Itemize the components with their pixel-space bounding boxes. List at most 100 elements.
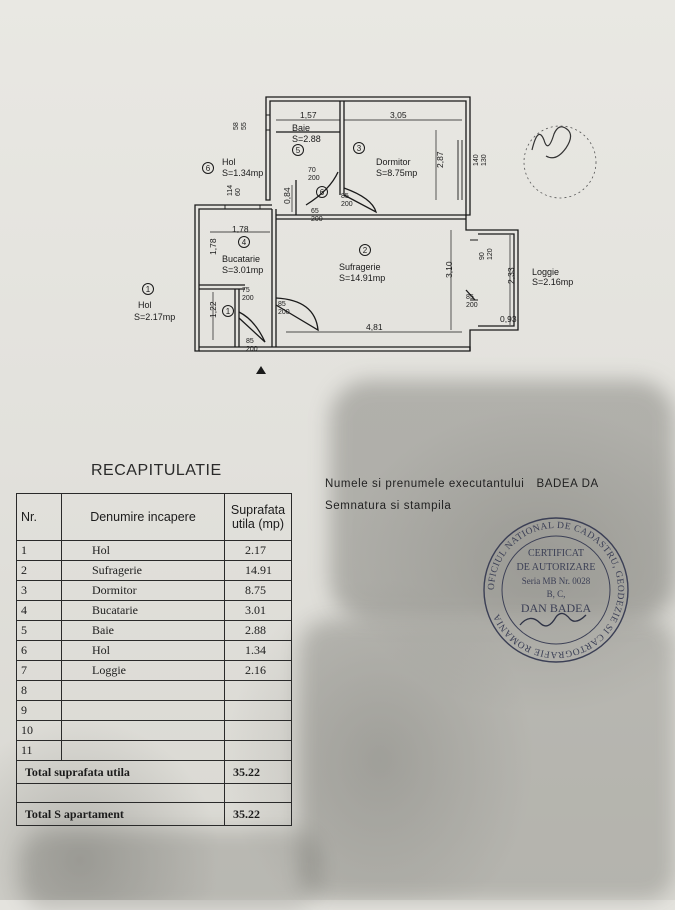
wall-bath-bedroom xyxy=(339,101,345,195)
photo-shadow-left xyxy=(20,830,320,910)
room-label-loggie: Loggie xyxy=(532,267,559,277)
room-area-living: S=14.91mp xyxy=(339,273,385,283)
table-row: 8 xyxy=(16,680,292,701)
stamp-line2: DE AUTORIZARE xyxy=(517,562,596,573)
svg-text:6: 6 xyxy=(206,164,211,173)
door-size-label: 114 xyxy=(227,185,234,196)
door-arc-loggie xyxy=(465,289,476,301)
door-size-label: 85 xyxy=(341,193,349,200)
window-bath xyxy=(266,114,270,131)
stamp-line5: DAN BADEA xyxy=(521,601,592,615)
window-kitchen xyxy=(224,205,261,209)
room-area-loggie: S=2.16mp xyxy=(532,277,573,287)
room-area-hol6: S=1.34mp xyxy=(222,168,263,178)
window-bedroom xyxy=(457,140,467,200)
door-size-label: 85 xyxy=(246,338,254,345)
door-size-label: 140 xyxy=(473,154,480,166)
door-size-label: 60 xyxy=(235,188,242,196)
svg-text:6: 6 xyxy=(320,188,325,197)
door-size-label: 120 xyxy=(487,248,494,260)
stamp-signature xyxy=(519,612,587,627)
door-arc-living xyxy=(275,297,319,332)
door-size-label: 200 xyxy=(311,216,323,223)
door-size-label: 200 xyxy=(242,295,254,302)
header-area: Suprafata utila (mp) xyxy=(224,493,292,541)
room-label-living: Sufragerie xyxy=(339,262,381,272)
loggie-inner xyxy=(478,233,515,327)
dim-label-310: 3,10 xyxy=(444,261,454,278)
room-label-kitchen: Bucatarie xyxy=(222,254,260,264)
window-living xyxy=(470,239,478,301)
door-size-label: 200 xyxy=(466,302,478,309)
room-label-bath: Baie xyxy=(292,123,310,133)
total-util-label: Total suprafata utila xyxy=(16,760,225,784)
svg-text:1: 1 xyxy=(226,307,231,316)
room-area-hol1: S=2.17mp xyxy=(134,312,175,322)
room-label-hol1: Hol xyxy=(138,300,152,310)
recap-cell-area: 3.01 xyxy=(224,600,292,621)
room-area-bath: S=2.88 xyxy=(292,134,321,144)
door-size-label: 70 xyxy=(308,167,316,174)
wall-hall1 xyxy=(199,284,245,290)
faint-stamp-top xyxy=(523,125,597,199)
stamp-line3: Seria MB Nr. 0028 xyxy=(522,576,591,586)
recap-title: RECAPITULATIE xyxy=(91,462,222,479)
recap-table: Nr. Denumire incapere Suprafata utila (m… xyxy=(16,493,292,826)
room-label-bedroom: Dormitor xyxy=(376,157,411,167)
dim-label-305: 3,05 xyxy=(390,110,407,120)
svg-text:2: 2 xyxy=(363,246,368,255)
executant-line: Numele si prenumele executantului BADEA D… xyxy=(325,478,599,490)
dim-label-481: 4,81 xyxy=(366,322,383,332)
dim-label-084: 0,84 xyxy=(282,187,292,204)
svg-text:3: 3 xyxy=(357,144,362,153)
wall-kitchen xyxy=(271,209,277,347)
svg-text:1: 1 xyxy=(146,285,151,294)
door-arc-bedroom xyxy=(343,187,378,214)
room-label-hol6: Hol xyxy=(222,157,236,167)
stamp-line4: B, C, xyxy=(547,589,566,599)
dim-label-233: 2,33 xyxy=(506,267,516,284)
north-arrow-icon xyxy=(256,366,266,374)
executant-name: BADEA DA xyxy=(536,478,599,490)
door-size-label: 75 xyxy=(242,287,250,294)
handwritten-initials xyxy=(531,126,572,159)
recap-cell-name: Loggie xyxy=(61,660,225,681)
door-size-label: 200 xyxy=(341,201,353,208)
svg-text:5: 5 xyxy=(296,146,301,155)
door-size-label: 55 xyxy=(241,122,248,130)
door-size-label: 200 xyxy=(246,346,258,353)
door-size-label: 130 xyxy=(481,154,488,166)
dim-label-287: 2,87 xyxy=(435,151,445,168)
room-area-bedroom: S=8.75mp xyxy=(376,168,417,178)
door-arc-entry xyxy=(238,311,266,343)
signature-label: Semnatura si stampila xyxy=(325,500,452,512)
dim-label-178h: 1,78 xyxy=(232,224,249,234)
door-size-label: 65 xyxy=(311,208,319,215)
dim-label-178v: 1,78 xyxy=(208,238,218,255)
dim-label-093: 0,93 xyxy=(500,314,517,324)
door-arc-bath xyxy=(305,171,339,206)
recap-cell-name: Sufragerie xyxy=(61,560,225,581)
recap-cell-area: 1.34 xyxy=(224,640,292,661)
wall-top xyxy=(265,96,471,216)
executant-label: Numele si prenumele executantului xyxy=(325,478,525,490)
room-area-kitchen: S=3.01mp xyxy=(222,265,263,275)
recap-cell-area: 8.75 xyxy=(224,580,292,601)
svg-text:4: 4 xyxy=(242,238,247,247)
wall-left-upper xyxy=(194,204,272,352)
door-size-label: 90 xyxy=(479,252,486,260)
wall-living-top xyxy=(276,214,466,220)
stamp-line1: CERTIFICAT xyxy=(528,548,584,559)
door-size-label: 200 xyxy=(308,175,320,182)
dim-label-157: 1,57 xyxy=(300,110,317,120)
photo-shadow-lower xyxy=(300,620,675,900)
door-size-label: 58 xyxy=(233,122,240,130)
door-size-label: 200 xyxy=(278,309,290,316)
header-name: Denumire incapere xyxy=(61,493,225,541)
total-apt-label: Total S apartament xyxy=(16,802,225,826)
